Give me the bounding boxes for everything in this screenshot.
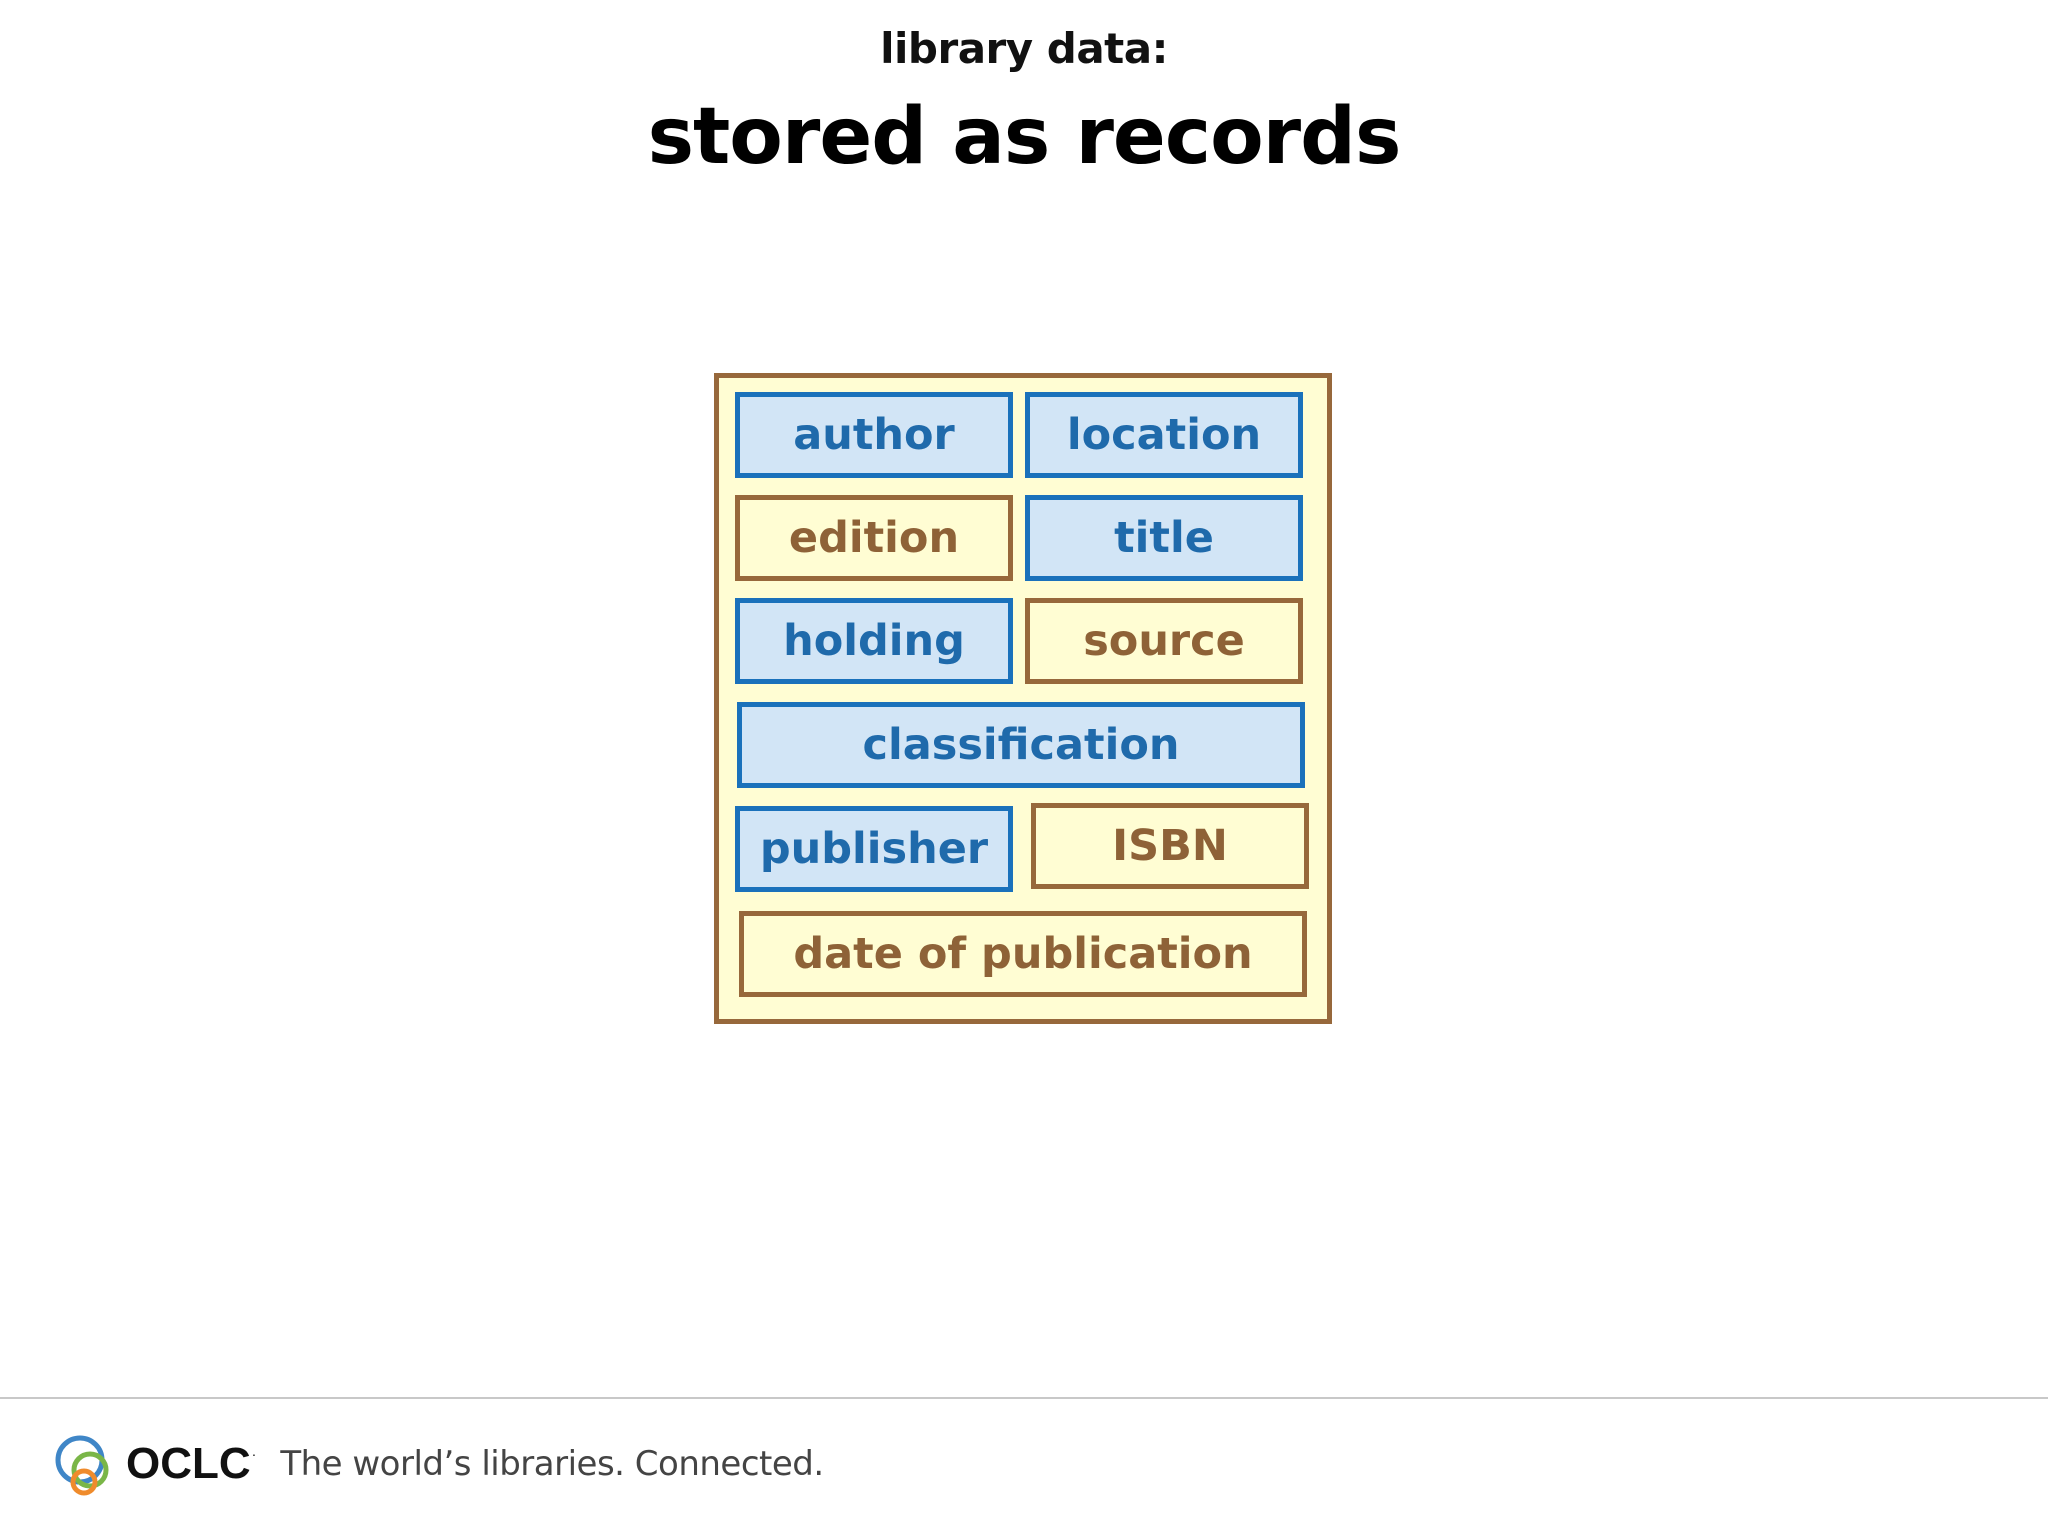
footer-divider <box>0 1397 2048 1399</box>
field-edition: edition <box>735 495 1013 581</box>
field-location: location <box>1025 392 1303 478</box>
field-publisher: publisher <box>735 806 1013 892</box>
oclc-brand: OCLC <box>126 1439 251 1488</box>
field-holding: holding <box>735 598 1013 684</box>
trademark-mark: · <box>251 1446 257 1462</box>
field-classification: classification <box>737 702 1305 788</box>
field-title: title <box>1025 495 1303 581</box>
slide-subtitle: library data: <box>880 24 1168 73</box>
footer: OCLC · The world’s libraries. Connected. <box>50 1428 824 1500</box>
field-author: author <box>735 392 1013 478</box>
field-isbn: ISBN <box>1031 803 1309 889</box>
field-source: source <box>1025 598 1303 684</box>
field-date-of-publication: date of publication <box>739 911 1307 997</box>
slide-title: stored as records <box>647 92 1402 182</box>
record-box: author location edition title holding so… <box>714 373 1332 1024</box>
footer-tagline: The world’s libraries. Connected. <box>280 1444 824 1484</box>
oclc-circles-icon <box>55 1435 109 1496</box>
